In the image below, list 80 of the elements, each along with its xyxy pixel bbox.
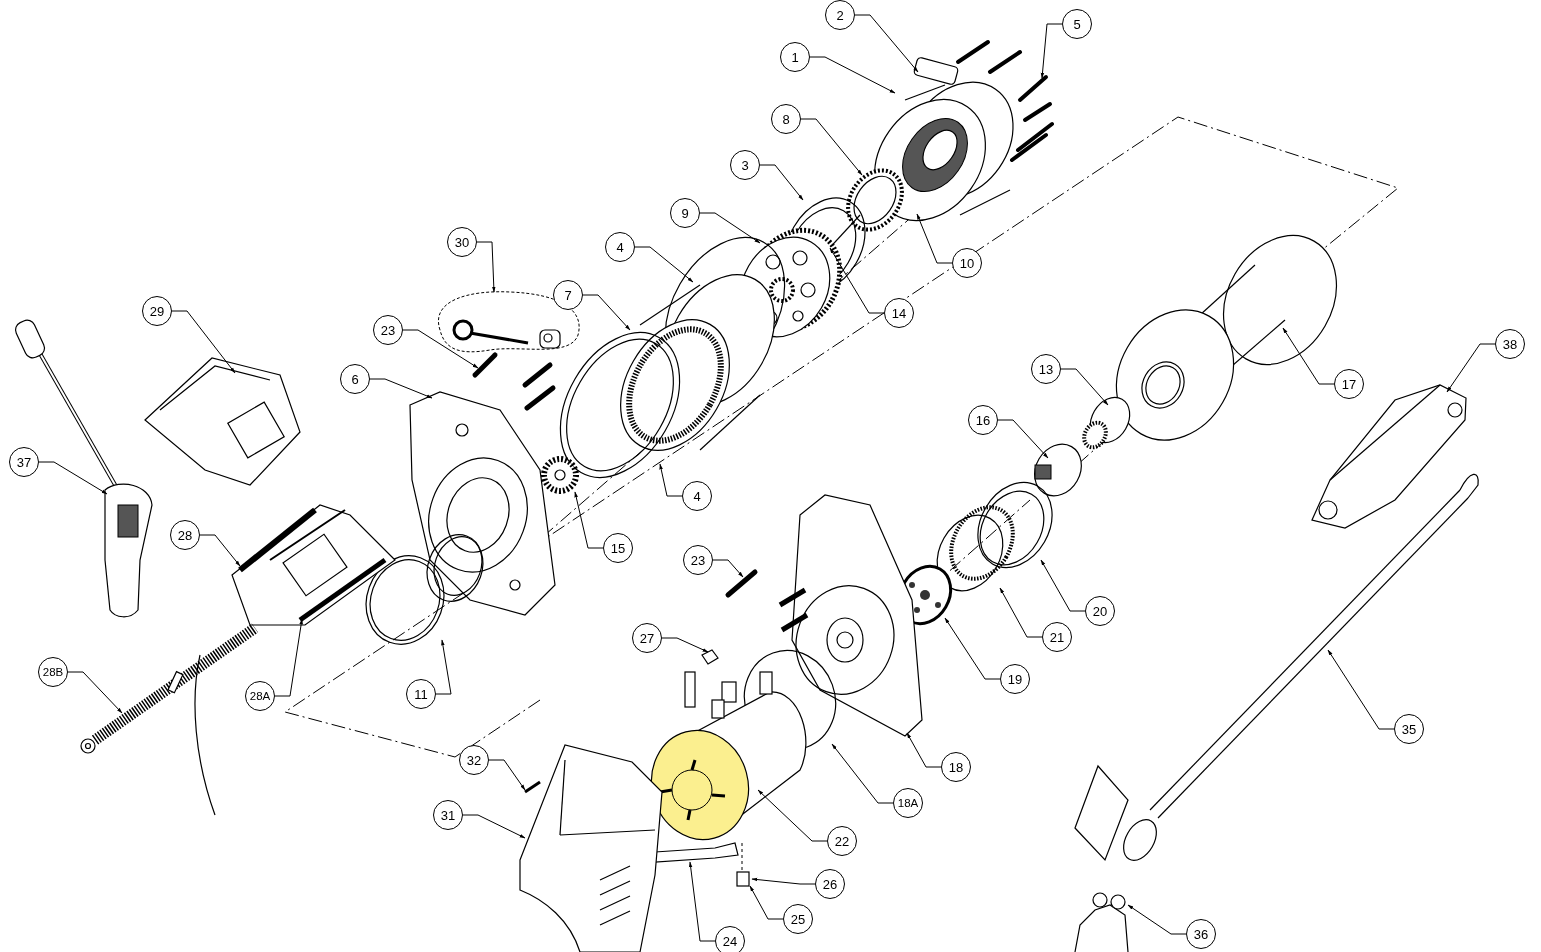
leader-line <box>659 463 683 497</box>
leader-line <box>661 637 709 653</box>
leader-line <box>997 419 1049 459</box>
callout-number: 37 <box>9 447 39 477</box>
leader-line <box>38 461 108 495</box>
callout-number: 21 <box>1042 622 1072 652</box>
leader-line <box>829 247 885 314</box>
leader-line <box>749 885 784 920</box>
callout-number: 4 <box>605 232 635 262</box>
leader-line <box>435 639 452 695</box>
callout-number: 27 <box>632 623 662 653</box>
leader-line <box>476 241 496 293</box>
callout-number: 32 <box>459 745 489 775</box>
leader-line <box>999 587 1043 638</box>
leader-line <box>944 617 1001 680</box>
leader-line <box>488 759 526 791</box>
leader-line <box>199 534 241 567</box>
callout-number: 23 <box>373 315 403 345</box>
callout-number: 4 <box>682 481 712 511</box>
callout-number: 2 <box>825 0 855 30</box>
leader-line <box>1060 368 1109 406</box>
leader-line <box>854 14 919 73</box>
leader-line <box>1327 649 1395 730</box>
leader-line <box>274 618 303 697</box>
leader-line <box>402 329 479 369</box>
callout-number: 31 <box>433 800 463 830</box>
leader-line <box>369 378 433 399</box>
leader-line <box>906 732 942 768</box>
callout-number: 23 <box>683 545 713 575</box>
leader-line <box>1040 559 1086 612</box>
callout-number: 28 <box>170 520 200 550</box>
callout-number: 3 <box>730 150 760 180</box>
callout-number: 19 <box>1000 664 1030 694</box>
callout-number: 8 <box>771 104 801 134</box>
callout-number: 1 <box>780 42 810 72</box>
leader-line <box>462 814 526 839</box>
leader-line <box>1127 904 1187 935</box>
callout-number: 24 <box>715 926 745 952</box>
leader-line <box>759 164 804 201</box>
callout-number: 10 <box>952 248 982 278</box>
leader-line <box>574 491 604 549</box>
callout-number: 35 <box>1394 714 1424 744</box>
leader-line <box>634 246 694 283</box>
leader-line <box>1446 343 1496 393</box>
callout-number: 36 <box>1186 919 1216 949</box>
callout-number: 26 <box>815 869 845 899</box>
leader-line <box>831 743 894 804</box>
leader-line <box>699 212 761 244</box>
leader-line <box>688 861 716 942</box>
callout-number: 13 <box>1031 354 1061 384</box>
leader-line <box>809 56 896 94</box>
callout-number: 25 <box>783 904 813 934</box>
leader-line <box>800 118 863 176</box>
leader-line <box>1040 23 1063 79</box>
callout-number: 29 <box>142 296 172 326</box>
leader-line <box>757 789 828 842</box>
callout-number: 6 <box>340 364 370 394</box>
callout-number: 9 <box>670 198 700 228</box>
callout-number: 16 <box>968 405 998 435</box>
leader-line <box>751 877 816 885</box>
leader-line <box>1282 327 1335 385</box>
leader-line <box>171 310 236 374</box>
callout-number: 11 <box>406 679 436 709</box>
leader-line <box>67 671 123 714</box>
callout-number: 18 <box>941 752 971 782</box>
callout-number: 14 <box>884 298 914 328</box>
callout-number: 28B <box>38 657 68 687</box>
callout-number: 15 <box>603 533 633 563</box>
callout-number: 5 <box>1062 9 1092 39</box>
callout-number: 7 <box>553 280 583 310</box>
callout-number: 30 <box>447 227 477 257</box>
leader-line <box>712 559 744 578</box>
callout-number: 38 <box>1495 329 1525 359</box>
leader-line <box>916 213 953 264</box>
callout-number: 22 <box>827 826 857 856</box>
leader-line <box>582 294 631 331</box>
callout-number: 17 <box>1334 369 1364 399</box>
callout-number: 18A <box>893 788 923 818</box>
callout-number: 20 <box>1085 596 1115 626</box>
callout-number: 28A <box>245 681 275 711</box>
